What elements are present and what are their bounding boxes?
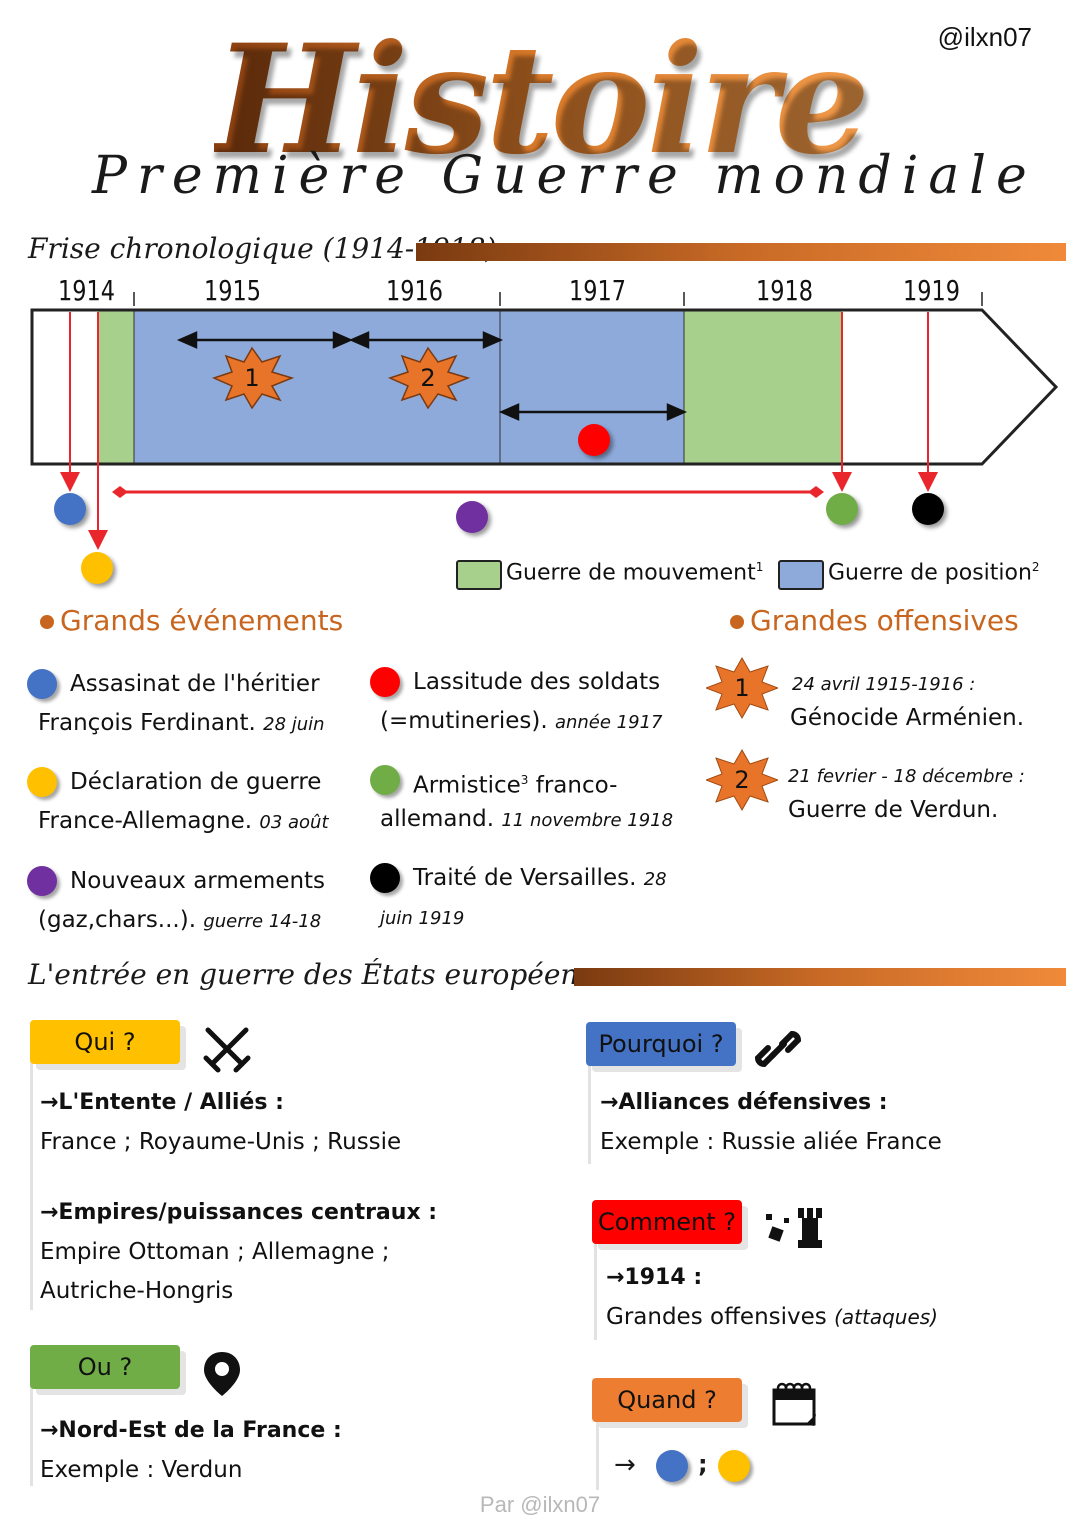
footer-credit: Par @ilxn07: [479, 1492, 601, 1517]
event-dot-armistice: [826, 493, 858, 525]
event-text: Assasinat de l'héritier: [70, 671, 320, 697]
legend-swatch-position: [778, 560, 824, 590]
event-text: Déclaration de guerre: [70, 769, 322, 795]
legend-position: Guerre de position2: [828, 560, 1040, 586]
central-list: Autriche-Hongris: [40, 1278, 234, 1304]
svg-text:2: 2: [420, 364, 435, 392]
location-pin-icon: [204, 1352, 240, 1396]
legend-movement: Guerre de mouvement1: [506, 560, 764, 586]
timeline-heading-bar: [416, 243, 1066, 261]
mutiny-dot: [578, 424, 610, 456]
year-label: 1915: [204, 274, 262, 307]
offensive-burst-2-icon: 2: [706, 748, 778, 812]
events-heading: Grands événements: [40, 604, 343, 637]
comment-title: →1914 :: [606, 1265, 703, 1290]
offensive-name: Guerre de Verdun.: [788, 797, 999, 823]
offensive-burst-2-icon: 2: [387, 346, 471, 410]
event-pointers: [60, 312, 938, 550]
quand-dot-blue: [656, 1450, 688, 1482]
event-text: (gaz,chars...). guerre 14-18: [38, 907, 322, 933]
central-title: →Empires/puissances centraux :: [40, 1200, 438, 1225]
quand-dot-yellow: [718, 1450, 750, 1482]
chain-link-icon: [754, 1030, 802, 1068]
ou-title: →Nord-Est de la France :: [40, 1418, 342, 1443]
quand-arrow: →: [614, 1450, 636, 1480]
event-text: Traité de Versailles. 28: [413, 865, 667, 891]
event-dot-assassination: [54, 493, 86, 525]
entente-list: France ; Royaume-Unis ; Russie: [40, 1129, 402, 1155]
svg-text:2: 2: [734, 766, 749, 794]
pourquoi-title: →Alliances défensives :: [600, 1090, 888, 1115]
legend-swatch-movement: [456, 560, 502, 590]
svg-text:1: 1: [244, 364, 259, 392]
entente-title: →L'Entente / Alliés :: [40, 1090, 284, 1115]
pourquoi-label: Pourquoi ?: [586, 1022, 736, 1066]
year-label: 1916: [386, 274, 444, 307]
pourquoi-example: Exemple : Russie aliée France: [600, 1129, 942, 1155]
quand-label: Quand ?: [592, 1378, 742, 1422]
event-dot-armaments: [456, 501, 488, 533]
event-dot-red: [370, 667, 400, 697]
svg-text:1: 1: [734, 674, 749, 702]
offensives-heading: Grandes offensives: [730, 604, 1019, 637]
event-dot-yellow: [27, 767, 57, 797]
duration-arrows: [176, 331, 688, 421]
chess-tower-icon: [766, 1208, 822, 1248]
offensive-burst-1-icon: 1: [211, 346, 295, 410]
central-list: Empire Ottoman ; Allemagne ;: [40, 1239, 390, 1265]
crossed-swords-icon: [203, 1027, 251, 1073]
ou-example: Exemple : Verdun: [40, 1457, 243, 1483]
event-dot-blue: [27, 669, 57, 699]
event-text: Nouveaux armements: [70, 868, 326, 894]
year-label: 1917: [569, 274, 627, 307]
timeline-chart: 1 2: [30, 292, 1059, 584]
event-dot-versailles: [912, 493, 944, 525]
movement-period-1914: [98, 310, 134, 464]
event-text: Armistice3 franco-: [413, 772, 618, 799]
event-text: François Ferdinant. 28 juin: [38, 710, 325, 736]
year-label: 1914: [58, 274, 116, 307]
entry-heading-bar: [574, 968, 1066, 986]
movement-period-1918: [684, 310, 842, 464]
year-label: 1918: [756, 274, 814, 307]
event-text: (=mutineries). année 1917: [380, 708, 663, 734]
title-text: Histoire: [214, 12, 870, 188]
offensive-burst-1-icon: 1: [706, 656, 778, 720]
comment-label: Comment ?: [592, 1200, 742, 1244]
event-text: allemand. 11 novembre 1918: [380, 806, 674, 832]
event-text: Lassitude des soldats: [413, 669, 661, 695]
event-dot-purple: [27, 866, 57, 896]
entry-heading: L'entrée en guerre des États européens: [28, 958, 593, 991]
ou-label: Ou ?: [30, 1345, 180, 1389]
year-label: 1919: [903, 274, 961, 307]
calendar-icon: [772, 1382, 816, 1426]
page-title: Histoire: [0, 0, 1080, 200]
comment-body: Grandes offensives (attaques): [606, 1304, 938, 1330]
event-text: juin 1919: [380, 908, 465, 929]
event-dot-black: [370, 863, 400, 893]
quand-separator: ;: [698, 1450, 708, 1478]
timeline-arrow-outline: [30, 308, 1059, 466]
qui-label: Qui ?: [30, 1020, 180, 1064]
offensive-name: Génocide Arménien.: [790, 705, 1025, 731]
author-handle: @ilxn07: [937, 22, 1032, 52]
year-ticks: [133, 292, 983, 306]
event-dot-declaration: [81, 552, 113, 584]
page-subtitle: Première Guerre mondiale: [92, 146, 1037, 206]
offensive-date: 24 avril 1915-1916 :: [792, 674, 976, 695]
offensive-date: 21 fevrier - 18 décembre :: [788, 766, 1025, 787]
event-dot-green: [370, 765, 400, 795]
event-text: France-Allemagne. 03 août: [38, 808, 329, 834]
